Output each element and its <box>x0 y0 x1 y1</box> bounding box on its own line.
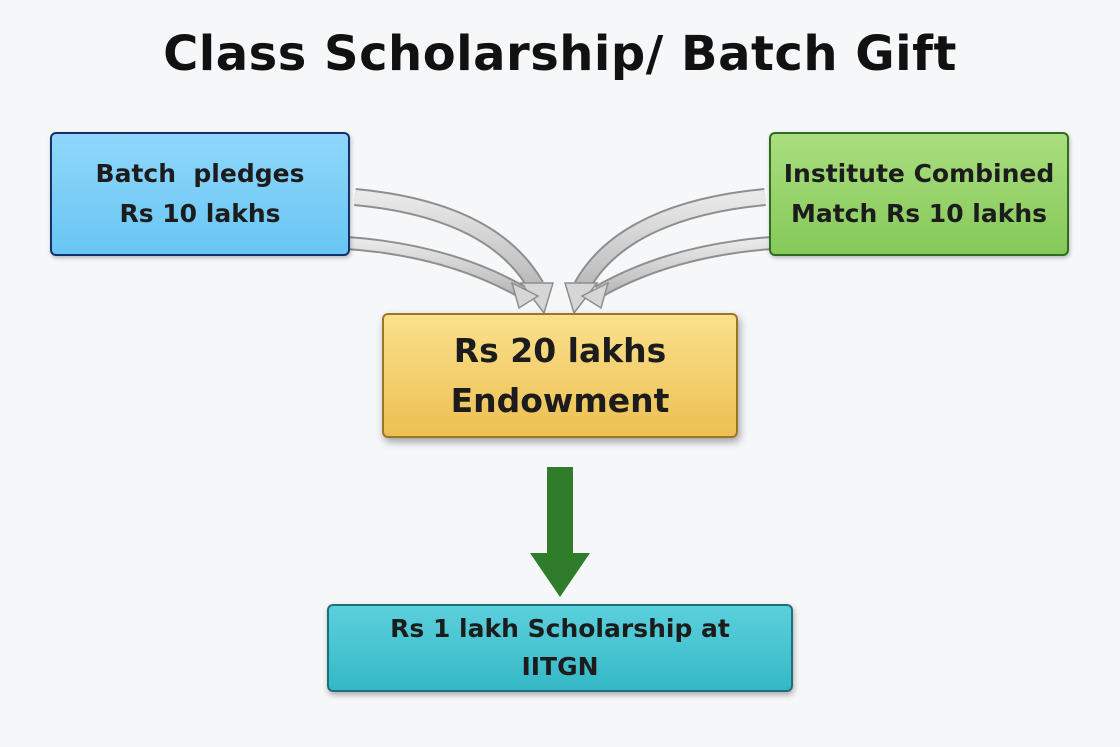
endowment-box: Rs 20 lakhs Endowment <box>382 313 738 438</box>
scholarship-box: Rs 1 lakh Scholarship at IITGN <box>327 604 793 692</box>
scholarship-line1: Rs 1 lakh Scholarship at <box>390 614 730 643</box>
batch-pledges-line1: Batch pledges <box>95 159 305 188</box>
institute-match-line1: Institute Combined <box>783 159 1055 188</box>
endowment-line2: Endowment <box>450 380 670 420</box>
institute-match-box: Institute Combined Match Rs 10 lakhs <box>769 132 1069 256</box>
batch-pledges-box: Batch pledges Rs 10 lakhs <box>50 132 350 256</box>
down-arrow <box>530 467 590 597</box>
diagram-title: Class Scholarship/ Batch Gift <box>163 26 957 82</box>
scholarship-line2: IITGN <box>521 652 599 681</box>
right-upper-curved-arrow <box>563 188 766 315</box>
batch-pledges-line2: Rs 10 lakhs <box>119 199 281 228</box>
institute-match-line2: Match Rs 10 lakhs <box>790 199 1048 228</box>
endowment-line1: Rs 20 lakhs <box>453 330 667 370</box>
left-upper-curved-arrow <box>354 188 555 315</box>
